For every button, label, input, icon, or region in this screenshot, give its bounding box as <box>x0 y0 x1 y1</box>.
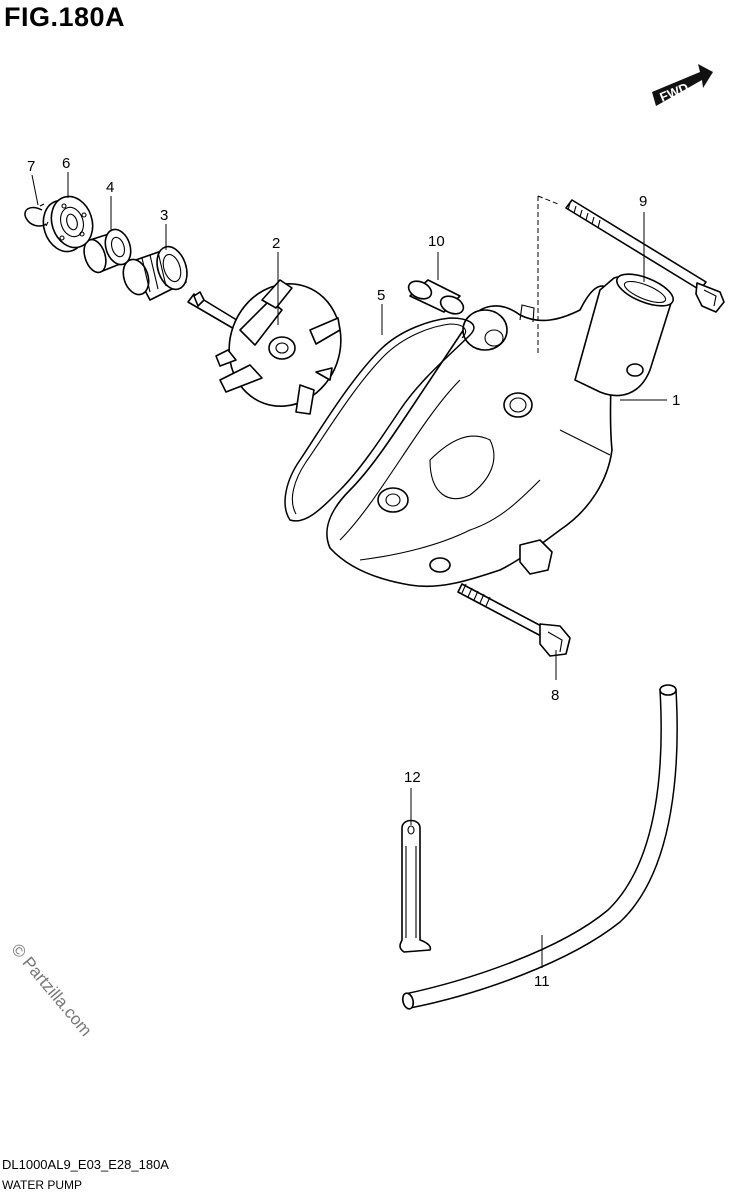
figure-title: FIG.180A <box>4 2 126 32</box>
oil-seal-part-4[interactable] <box>80 226 135 275</box>
leader-lines <box>31 172 667 968</box>
callout-12: 12 <box>404 769 421 786</box>
callout-7: 7 <box>27 158 35 175</box>
callout-1: 1 <box>672 392 680 409</box>
diagram-name: WATER PUMP <box>2 1178 82 1192</box>
diagram-code: DL1000AL9_E03_E28_180A <box>2 1157 169 1172</box>
clamp-part-12[interactable] <box>399 819 432 953</box>
callout-2: 2 <box>272 235 280 252</box>
pump-body-part-1[interactable] <box>326 268 677 588</box>
bearing-part-6[interactable] <box>37 191 99 257</box>
dowel-pin-part-10[interactable] <box>406 278 467 318</box>
callout-10: 10 <box>428 233 445 250</box>
callout-9: 9 <box>639 193 647 210</box>
callout-5: 5 <box>377 287 385 304</box>
callout-labels: 7 6 4 3 2 5 10 9 1 8 12 11 <box>27 155 680 990</box>
mechanical-seal-part-3[interactable] <box>119 243 192 301</box>
callout-6: 6 <box>62 155 70 172</box>
hose-part-11[interactable] <box>401 684 678 1010</box>
callout-8: 8 <box>551 687 559 704</box>
impeller-part-2[interactable] <box>187 268 358 422</box>
o-ring-part-5[interactable] <box>284 317 475 522</box>
long-bolt-part-9[interactable] <box>565 199 725 313</box>
callout-4: 4 <box>106 179 114 196</box>
callout-3: 3 <box>160 207 168 224</box>
bolt-part-8[interactable] <box>457 583 571 657</box>
callout-11: 11 <box>534 973 550 990</box>
fwd-label: FWD <box>658 80 691 105</box>
circlip-part-7[interactable] <box>24 203 49 227</box>
fwd-arrow-icon: FWD <box>652 64 713 106</box>
